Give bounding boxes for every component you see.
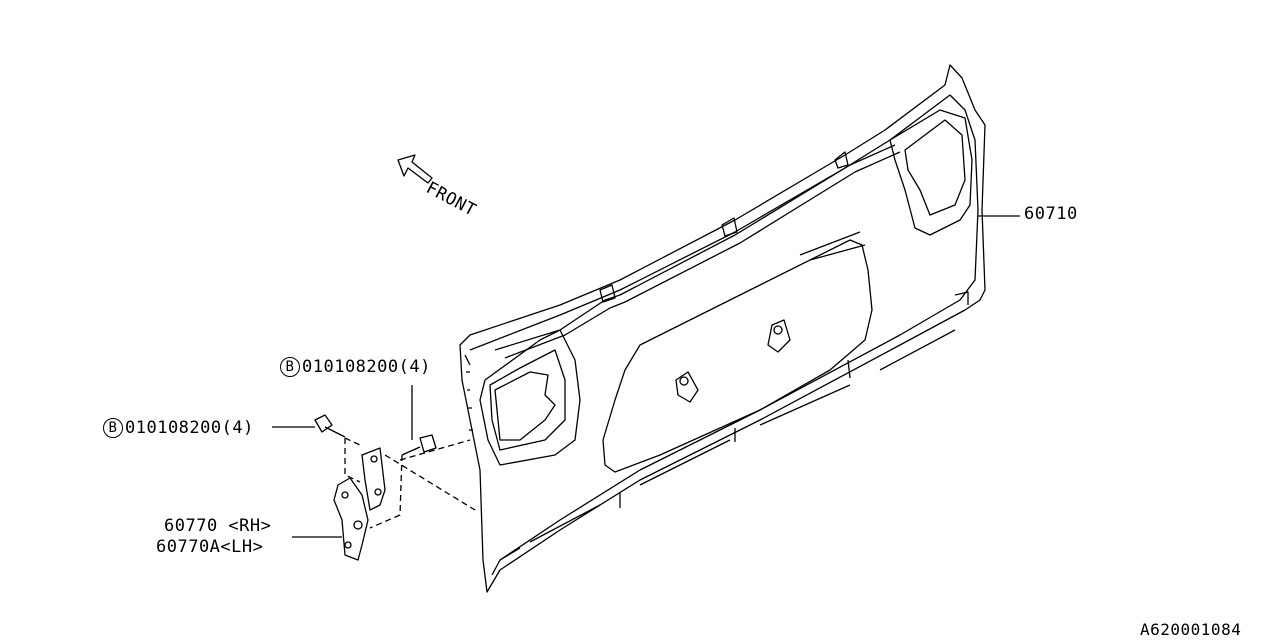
part-label-hinge-rh[interactable]: 60770 <RH> — [164, 516, 272, 536]
part-number: 010108200(4) — [125, 418, 254, 438]
bolt-marker-icon: B — [103, 418, 123, 438]
bolt-left — [314, 414, 346, 438]
hinge-bracket — [333, 477, 369, 561]
bolt-right — [401, 434, 437, 456]
figure-id: A620001084 — [1140, 620, 1242, 639]
bolt-marker-icon: B — [280, 357, 300, 377]
part-number: 010108200(4) — [302, 357, 431, 377]
part-label-hinge-lh[interactable]: 60770A<LH> — [156, 537, 264, 557]
part-label-60710[interactable]: 60710 — [1024, 204, 1078, 224]
license-recess — [602, 239, 873, 473]
back-door-panel — [459, 64, 986, 593]
front-arrow-icon — [397, 154, 433, 184]
